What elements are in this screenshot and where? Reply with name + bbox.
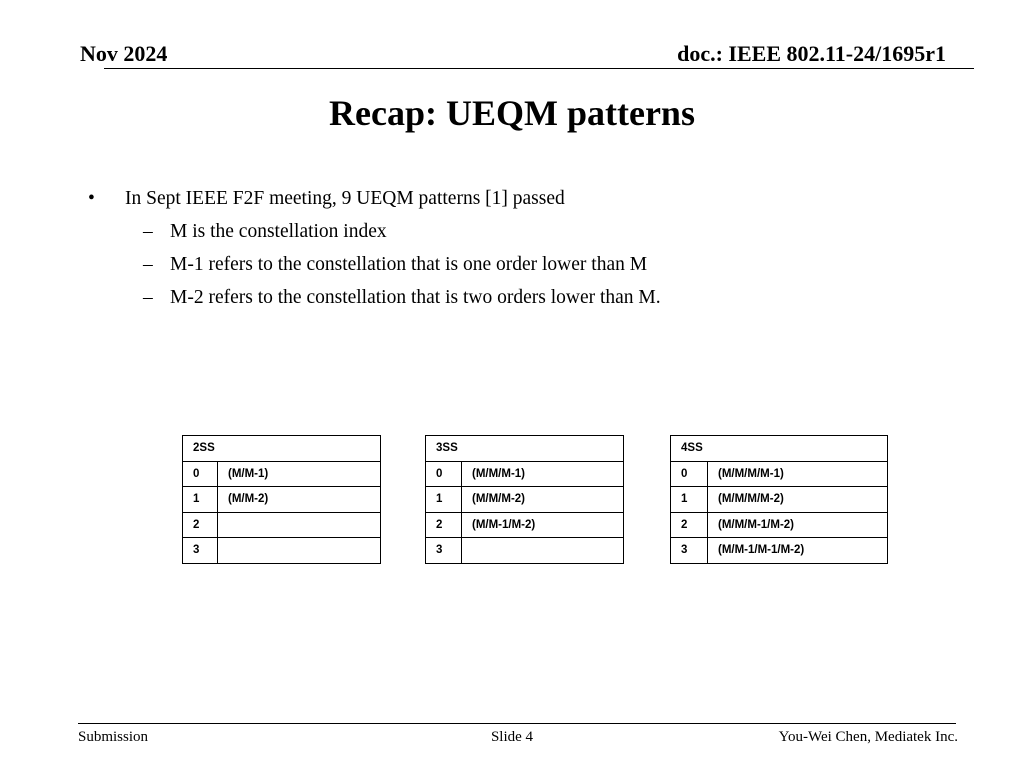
table-header-cell: 3SS (425, 435, 624, 462)
pattern-index-cell: 1 (670, 486, 708, 513)
table-row: 3 (182, 537, 381, 564)
table-row: 2 (M/M-1/M-2) (425, 511, 624, 538)
pattern-index-cell: 3 (425, 537, 462, 564)
sub-bullet-text: M-1 refers to the constellation that is … (170, 254, 648, 275)
table-row: 1 (M/M-2) (182, 486, 381, 513)
pattern-cell: (M/M-2) (217, 486, 381, 513)
pattern-index-cell: 1 (425, 486, 462, 513)
pattern-index-cell: 1 (182, 486, 218, 513)
pattern-index-cell: 0 (182, 460, 218, 487)
pattern-index-cell: 0 (670, 460, 708, 487)
pattern-cell: (M/M-1/M-2) (461, 511, 624, 538)
footer-author: You-Wei Chen, Mediatek Inc. (778, 729, 958, 745)
sub-bullet-marker: – (143, 254, 153, 275)
ueqm-table-4ss: 4SS 0 (M/M/M/M-1) 1 (M/M/M/M-2) 2 (M/M/M… (670, 435, 888, 564)
header-doc-id: doc.: IEEE 802.11-24/1695r1 (677, 41, 946, 66)
pattern-index-cell: 2 (425, 511, 462, 538)
table-row: 3 (M/M-1/M-1/M-2) (670, 537, 888, 564)
pattern-cell: (M/M/M/M-2) (707, 486, 888, 513)
header-divider (104, 68, 974, 69)
table-header-cell: 2SS (182, 435, 381, 462)
pattern-index-cell: 2 (182, 511, 218, 538)
pattern-index-cell: 3 (670, 537, 708, 564)
header-date: Nov 2024 (80, 41, 168, 66)
footer-submission: Submission (78, 729, 149, 745)
pattern-cell: (M/M/M/M-1) (707, 460, 888, 487)
sub-bullet-text: M is the constellation index (170, 221, 387, 242)
table-header-cell: 4SS (670, 435, 888, 462)
table-header-row: 4SS (670, 435, 888, 462)
pattern-cell: (M/M/M-1) (461, 460, 624, 487)
pattern-index-cell: 2 (670, 511, 708, 538)
slide-title: Recap: UEQM patterns (329, 93, 695, 133)
footer-divider (78, 723, 956, 724)
table-header-row: 2SS (182, 435, 381, 462)
pattern-cell: (M/M-1) (217, 460, 381, 487)
table-row: 2 (M/M/M-1/M-2) (670, 511, 888, 538)
table-row: 0 (M/M-1) (182, 460, 381, 487)
sub-bullet-marker: – (143, 287, 153, 308)
table-row: 0 (M/M/M-1) (425, 460, 624, 487)
pattern-cell (217, 511, 381, 538)
table-row: 1 (M/M/M-2) (425, 486, 624, 513)
table-row: 0 (M/M/M/M-1) (670, 460, 888, 487)
pattern-cell: (M/M/M-2) (461, 486, 624, 513)
pattern-cell: (M/M/M-1/M-2) (707, 511, 888, 538)
footer-slide-number: Slide 4 (490, 729, 534, 745)
bullet-marker: • (88, 188, 95, 209)
pattern-cell (217, 537, 381, 564)
pattern-cell (461, 537, 624, 564)
bullet-text: In Sept IEEE F2F meeting, 9 UEQM pattern… (125, 188, 565, 209)
sub-bullet-marker: – (143, 221, 153, 242)
table-row: 1 (M/M/M/M-2) (670, 486, 888, 513)
ueqm-table-2ss: 2SS 0 (M/M-1) 1 (M/M-2) 2 3 (182, 435, 381, 564)
table-header-row: 3SS (425, 435, 624, 462)
sub-bullet-text: M-2 refers to the constellation that is … (170, 287, 661, 308)
pattern-index-cell: 0 (425, 460, 462, 487)
pattern-index-cell: 3 (182, 537, 218, 564)
table-row: 2 (182, 511, 381, 538)
table-row: 3 (425, 537, 624, 564)
pattern-cell: (M/M-1/M-1/M-2) (707, 537, 888, 564)
ueqm-table-3ss: 3SS 0 (M/M/M-1) 1 (M/M/M-2) 2 (M/M-1/M-2… (425, 435, 624, 564)
